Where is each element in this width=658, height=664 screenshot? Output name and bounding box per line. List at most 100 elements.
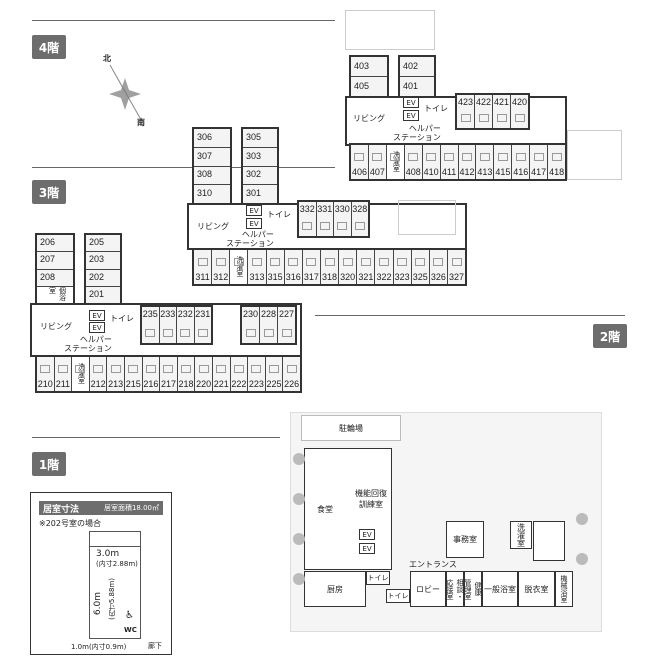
room-222: 222: [230, 357, 249, 391]
toilet-label: トイレ: [110, 314, 134, 323]
room-406: 406: [351, 145, 369, 179]
room-size-title: 居室寸法: [43, 504, 80, 515]
room-231: 231: [194, 307, 211, 343]
elevator: EV: [246, 218, 262, 229]
corridor-label: 廊下: [148, 642, 162, 650]
lobby: ロビー: [410, 571, 446, 607]
room-225: 225: [265, 357, 284, 391]
room-226: 226: [283, 357, 300, 391]
room-213: 213: [107, 357, 125, 391]
room-223: 223: [248, 357, 266, 391]
room-313: 313: [248, 250, 267, 284]
f1-site: 駐輪場 食堂 機能回復 訓練室 EV EV 事務室 洗濯室 エントランス 厨房 …: [290, 412, 602, 632]
toilet-label: トイレ: [424, 104, 448, 113]
room-418: 418: [548, 145, 566, 179]
wc-label: WC: [124, 626, 137, 634]
room-322: 322: [375, 250, 394, 284]
general-bath: 一般浴室: [482, 571, 518, 607]
floor-badge-2: 2階: [593, 324, 627, 348]
room-320: 320: [339, 250, 358, 284]
room-422: 422: [475, 95, 493, 128]
rehab-room: 機能回復 訓練室: [355, 489, 387, 509]
room-233: 233: [159, 307, 177, 343]
room-331: 331: [316, 202, 334, 236]
room-216: 216: [142, 357, 161, 391]
room-307: 307: [194, 147, 230, 167]
office: 事務室: [446, 521, 484, 558]
room-203: 203: [86, 252, 120, 270]
facility-room: 洗濯室: [386, 145, 405, 179]
living-label: リビング: [197, 222, 229, 231]
room-area: 居室面積18.00㎡: [103, 504, 159, 512]
room-210: 210: [37, 357, 55, 391]
floor-badge-4: 4階: [32, 35, 66, 59]
kitchen: 厨房: [304, 571, 366, 607]
room-416: 416: [512, 145, 531, 179]
room-312: 312: [212, 250, 231, 284]
elevator: EV: [359, 529, 375, 540]
tree-icon: [576, 513, 588, 525]
room-403: 403: [351, 57, 387, 77]
station-label: ヘルパー ステーション: [64, 335, 112, 353]
room-402: 402: [400, 57, 434, 77]
room-410: 410: [422, 145, 441, 179]
room-413: 413: [476, 145, 495, 179]
divider: [32, 20, 335, 21]
toilet: トイレ: [366, 571, 390, 585]
room-318: 318: [320, 250, 340, 284]
station-label: ヘルパー ステーション: [226, 230, 274, 248]
laundry-room: 洗濯室: [510, 521, 532, 549]
elevator: EV: [246, 205, 262, 216]
room-207: 207: [37, 252, 73, 270]
compass-icon: 北 南: [103, 54, 145, 127]
room-423: 423: [457, 95, 475, 128]
room-412: 412: [458, 145, 477, 179]
roof-outline: [345, 10, 435, 50]
room-211: 211: [54, 357, 73, 391]
tree-icon: [293, 533, 305, 545]
toilet: トイレ: [386, 589, 410, 603]
room-316: 316: [284, 250, 303, 284]
elevator: EV: [403, 97, 419, 108]
room-408: 408: [404, 145, 423, 179]
room-size-panel: 居室寸法 居室面積18.00㎡ ※202号室の場合 3.0m (内寸2.88m)…: [30, 492, 172, 655]
room-323: 323: [393, 250, 412, 284]
room-202: 202: [86, 269, 120, 287]
dining-room: 食堂: [304, 448, 392, 570]
room-206: 206: [37, 235, 73, 253]
room-327: 327: [447, 250, 466, 284]
room-217: 217: [160, 357, 178, 391]
divider: [315, 315, 625, 316]
divider: [32, 437, 280, 438]
room-205: 205: [86, 235, 120, 253]
room-332: 332: [299, 202, 317, 236]
tree-icon: [293, 493, 305, 505]
room-221: 221: [212, 357, 231, 391]
room-diagram: 3.0m (内寸2.88m) 6.0m (内寸5.88m) WC ♿: [89, 531, 141, 639]
consultation-room: 相談・ 応接室: [446, 571, 464, 607]
room-310: 310: [194, 185, 230, 203]
room-421: 421: [493, 95, 511, 128]
station-label: ヘルパー ステーション: [393, 124, 441, 142]
room-328: 328: [351, 202, 368, 236]
room-232: 232: [177, 307, 195, 343]
room-227: 227: [278, 307, 295, 343]
door-width: 1.0m(内寸0.9m): [71, 643, 127, 651]
elevator: EV: [89, 310, 105, 321]
room-305: 305: [243, 129, 277, 148]
facility-room: 洗濯室: [72, 357, 90, 391]
elevator: EV: [359, 543, 375, 554]
room-311: 311: [194, 250, 213, 284]
floor-badge-3: 3階: [32, 180, 66, 204]
bicycle-parking: 駐輪場: [301, 415, 401, 441]
room-321: 321: [357, 250, 376, 284]
